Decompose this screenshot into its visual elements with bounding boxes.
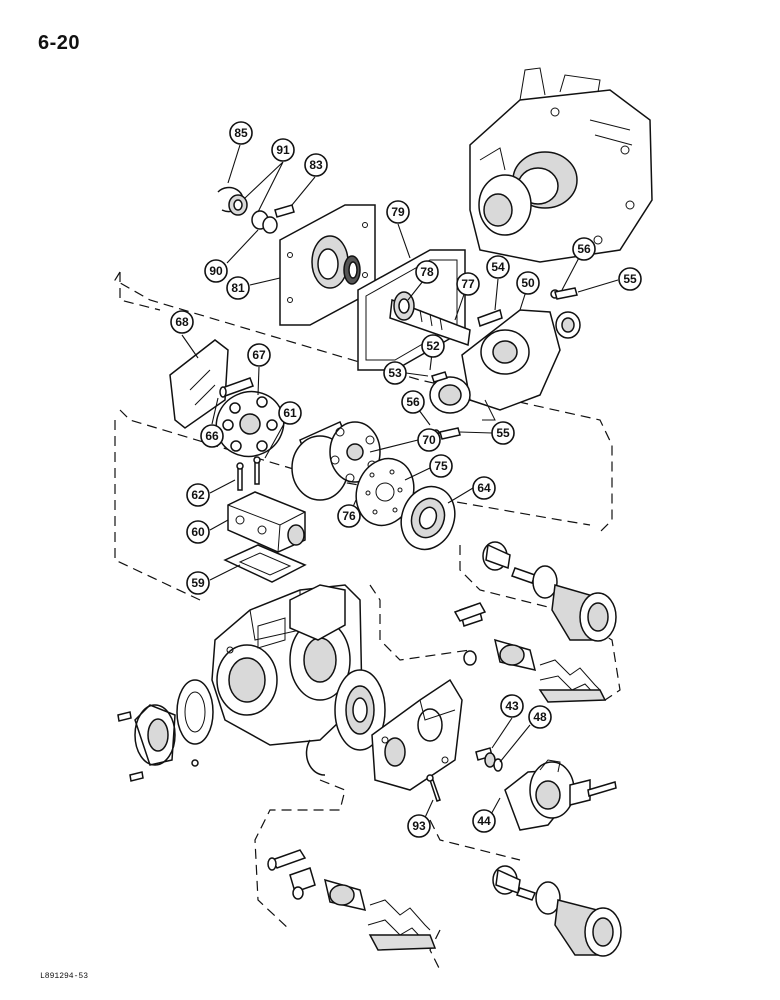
callout-55-top: 55 (618, 267, 642, 291)
callout-83: 83 (304, 153, 328, 177)
callout-77: 77 (456, 272, 480, 296)
svg-text:60: 60 (191, 525, 205, 539)
gasket-59 (223, 544, 307, 583)
svg-text:52: 52 (426, 339, 440, 353)
pins-52-53-54 (431, 287, 578, 440)
callout-44: 44 (472, 809, 496, 833)
callout-55-mid: 55 (491, 421, 515, 445)
bolt-93 (426, 774, 441, 802)
callout-43: 43 (500, 694, 524, 718)
pin-66 (219, 377, 254, 398)
callout-53: 53 (383, 361, 407, 385)
callout-68: 68 (170, 310, 194, 334)
callout-79: 79 (386, 200, 410, 224)
svg-text:75: 75 (434, 459, 448, 473)
svg-text:62: 62 (191, 488, 205, 502)
gasket-ring-left (176, 679, 214, 745)
svg-text:54: 54 (491, 260, 505, 274)
callout-52: 52 (421, 334, 445, 358)
snap-ring-lower (305, 739, 326, 776)
pin-83 (274, 204, 295, 218)
spring-assembly-lower (289, 867, 437, 951)
link-pin-lower (267, 849, 307, 871)
fittings-43-48 (475, 747, 503, 772)
main-housing (211, 584, 363, 746)
callout-59: 59 (186, 571, 210, 595)
callout-75: 75 (429, 454, 453, 478)
valve-block-60 (227, 491, 306, 553)
svg-text:55: 55 (496, 426, 510, 440)
callout-64: 64 (472, 476, 496, 500)
cover-plate-81 (279, 204, 376, 326)
svg-text:90: 90 (209, 264, 223, 278)
callout-85: 85 (229, 121, 253, 145)
callout-81: 81 (226, 276, 250, 300)
svg-text:67: 67 (252, 348, 266, 362)
callout-66: 66 (200, 424, 224, 448)
end-flange (134, 704, 176, 766)
svg-text:76: 76 (342, 509, 356, 523)
cylinder-block-70 (291, 420, 381, 501)
svg-text:61: 61 (283, 406, 297, 420)
callout-93: 93 (407, 814, 431, 838)
callout-60: 60 (186, 520, 210, 544)
svg-text:91: 91 (276, 143, 290, 157)
svg-text:56: 56 (406, 395, 420, 409)
charge-pump-housing (371, 678, 463, 791)
callout-56-mid: 56 (401, 390, 425, 414)
svg-text:64: 64 (477, 481, 491, 495)
callout-56-top: 56 (572, 237, 596, 261)
svg-text:48: 48 (533, 710, 547, 724)
svg-text:79: 79 (391, 205, 405, 219)
callout-70: 70 (417, 428, 441, 452)
svg-text:78: 78 (420, 265, 434, 279)
small-fasteners-left (117, 711, 199, 782)
swashplate-50 (429, 309, 581, 421)
callout-76: 76 (337, 504, 361, 528)
callout-67: 67 (247, 343, 271, 367)
callout-91: 91 (271, 138, 295, 162)
thrust-plate-64 (400, 485, 456, 551)
svg-text:68: 68 (175, 315, 189, 329)
svg-text:59: 59 (191, 576, 205, 590)
svg-text:50: 50 (521, 276, 535, 290)
figure-code: L891294-53 (40, 972, 89, 981)
valve-plate-67 (215, 390, 285, 458)
svg-text:81: 81 (231, 281, 245, 295)
seal-ring (343, 255, 361, 285)
svg-text:83: 83 (309, 158, 323, 172)
port-plate-68 (169, 339, 229, 429)
washer-90 (251, 210, 278, 234)
callout-48: 48 (528, 705, 552, 729)
svg-text:53: 53 (388, 366, 402, 380)
svg-text:44: 44 (477, 814, 491, 828)
callout-54: 54 (486, 255, 510, 279)
svg-text:93: 93 (412, 819, 426, 833)
servo-cylinder-upper (482, 541, 617, 642)
callout-62: 62 (186, 483, 210, 507)
servo-cylinder-lower (492, 865, 622, 957)
charge-pump-44 (504, 759, 617, 831)
svg-text:85: 85 (234, 126, 248, 140)
bearing-91 (228, 194, 248, 216)
pump-assembly-illustration (469, 67, 653, 263)
end-plate-center (334, 669, 386, 751)
callout-78: 78 (415, 260, 439, 284)
svg-text:56: 56 (577, 242, 591, 256)
callout-90: 90 (204, 259, 228, 283)
svg-text:70: 70 (422, 433, 436, 447)
svg-text:66: 66 (205, 429, 219, 443)
screws-61-62 (236, 456, 261, 491)
callout-50: 50 (516, 271, 540, 295)
svg-text:55: 55 (623, 272, 637, 286)
svg-text:77: 77 (461, 277, 475, 291)
callout-61: 61 (278, 401, 302, 425)
page-number: 6-20 (38, 32, 81, 54)
link-pin-upper (453, 602, 487, 622)
svg-text:43: 43 (505, 699, 519, 713)
